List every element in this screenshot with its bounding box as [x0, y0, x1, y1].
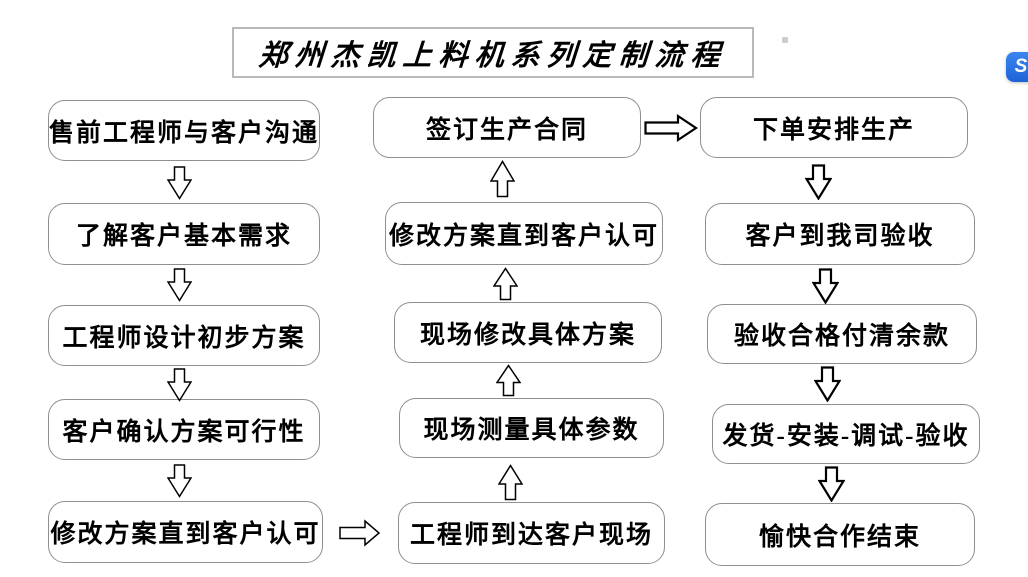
down-arrow	[167, 268, 192, 302]
flow-node-middle-4: 现场测量具体参数	[399, 398, 664, 458]
flow-node-left-1: 售前工程师与客户沟通	[48, 100, 320, 161]
down-arrow	[812, 268, 839, 304]
right-arrow	[644, 113, 698, 143]
down-arrow	[805, 164, 832, 200]
flow-node-left-4: 客户确认方案可行性	[48, 399, 320, 460]
flow-node-left-2: 了解客户基本需求	[48, 203, 320, 265]
up-arrow	[498, 464, 523, 501]
flow-node-right-2: 客户到我司验收	[705, 203, 975, 265]
flow-node-left-5: 修改方案直到客户认可	[48, 501, 323, 563]
diagram-title-box: 郑州杰凯上料机系列定制流程	[232, 27, 754, 78]
diagram-title: 郑州杰凯上料机系列定制流程	[257, 39, 728, 72]
flow-node-middle-1: 签订生产合同	[373, 97, 641, 158]
flow-node-middle-2: 修改方案直到客户认可	[385, 202, 663, 265]
down-arrow	[818, 466, 845, 502]
floating-s-badge-icon[interactable]: S	[1006, 52, 1028, 82]
right-arrow	[339, 519, 381, 547]
down-arrow	[167, 368, 192, 402]
down-arrow	[814, 366, 841, 402]
flow-node-right-3: 验收合格付清余款	[707, 304, 977, 364]
flow-node-right-1: 下单安排生产	[700, 97, 968, 158]
up-arrow	[496, 364, 521, 397]
flow-node-right-5: 愉快合作结束	[705, 503, 975, 566]
up-arrow	[493, 267, 518, 301]
flow-node-middle-3: 现场修改具体方案	[394, 302, 662, 363]
dot-artifact	[782, 37, 788, 43]
flow-node-right-4: 发货-安装-调试-验收	[712, 404, 980, 464]
flow-node-left-3: 工程师设计初步方案	[48, 305, 320, 366]
flow-node-middle-5: 工程师到达客户现场	[398, 502, 665, 564]
up-arrow	[490, 160, 515, 198]
down-arrow	[167, 464, 192, 498]
down-arrow	[167, 166, 192, 200]
